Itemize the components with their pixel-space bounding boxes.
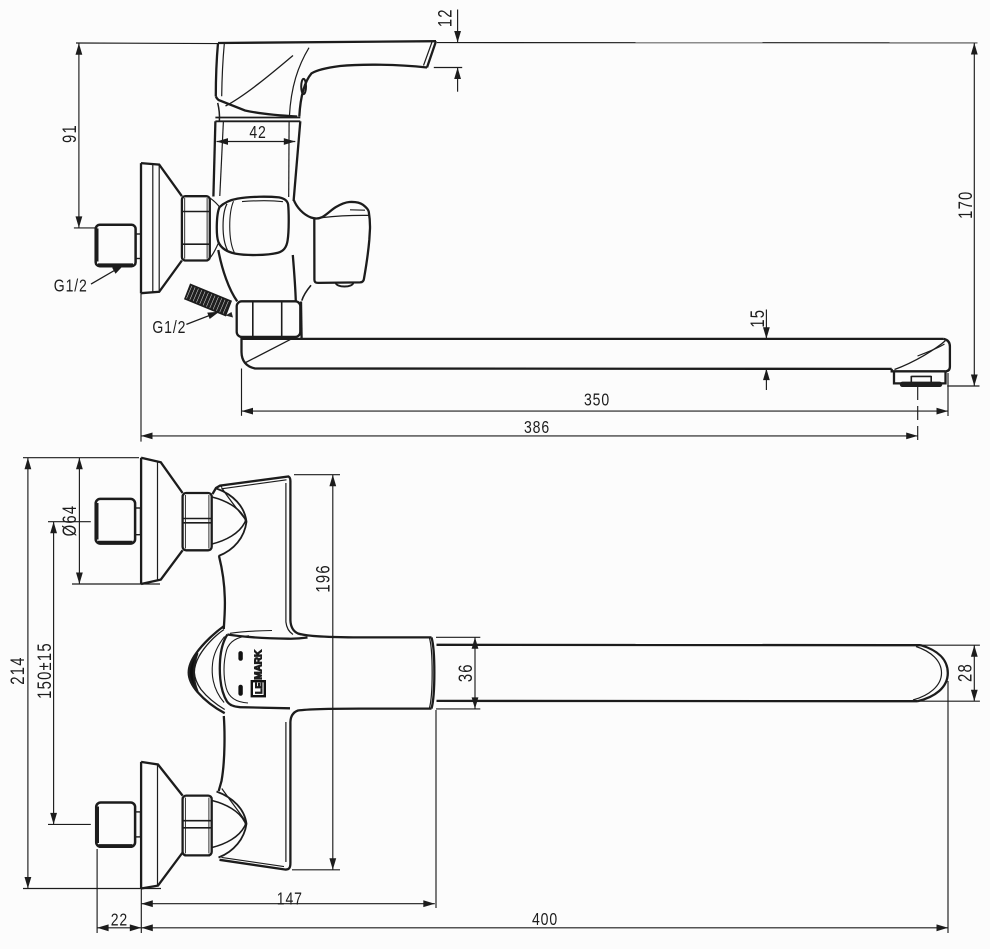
svg-text:150±15: 150±15	[34, 642, 55, 699]
svg-text:386: 386	[524, 417, 550, 437]
svg-text:Ø64: Ø64	[59, 505, 80, 537]
svg-text:91: 91	[59, 124, 80, 143]
svg-text:36: 36	[455, 663, 476, 682]
svg-text:22: 22	[111, 910, 128, 930]
svg-text:28: 28	[955, 663, 976, 682]
svg-text:147: 147	[277, 889, 303, 909]
svg-text:12: 12	[435, 8, 456, 27]
svg-text:G1/2: G1/2	[152, 317, 186, 337]
svg-text:G1/2: G1/2	[54, 276, 88, 296]
svg-text:15: 15	[747, 309, 768, 328]
svg-text:214: 214	[7, 656, 28, 684]
svg-text:42: 42	[249, 122, 266, 142]
svg-text:MARK: MARK	[254, 649, 265, 680]
svg-text:350: 350	[584, 390, 610, 410]
svg-text:170: 170	[955, 190, 976, 218]
svg-text:400: 400	[532, 909, 558, 929]
svg-text:LE: LE	[254, 682, 264, 694]
svg-text:196: 196	[313, 564, 334, 592]
